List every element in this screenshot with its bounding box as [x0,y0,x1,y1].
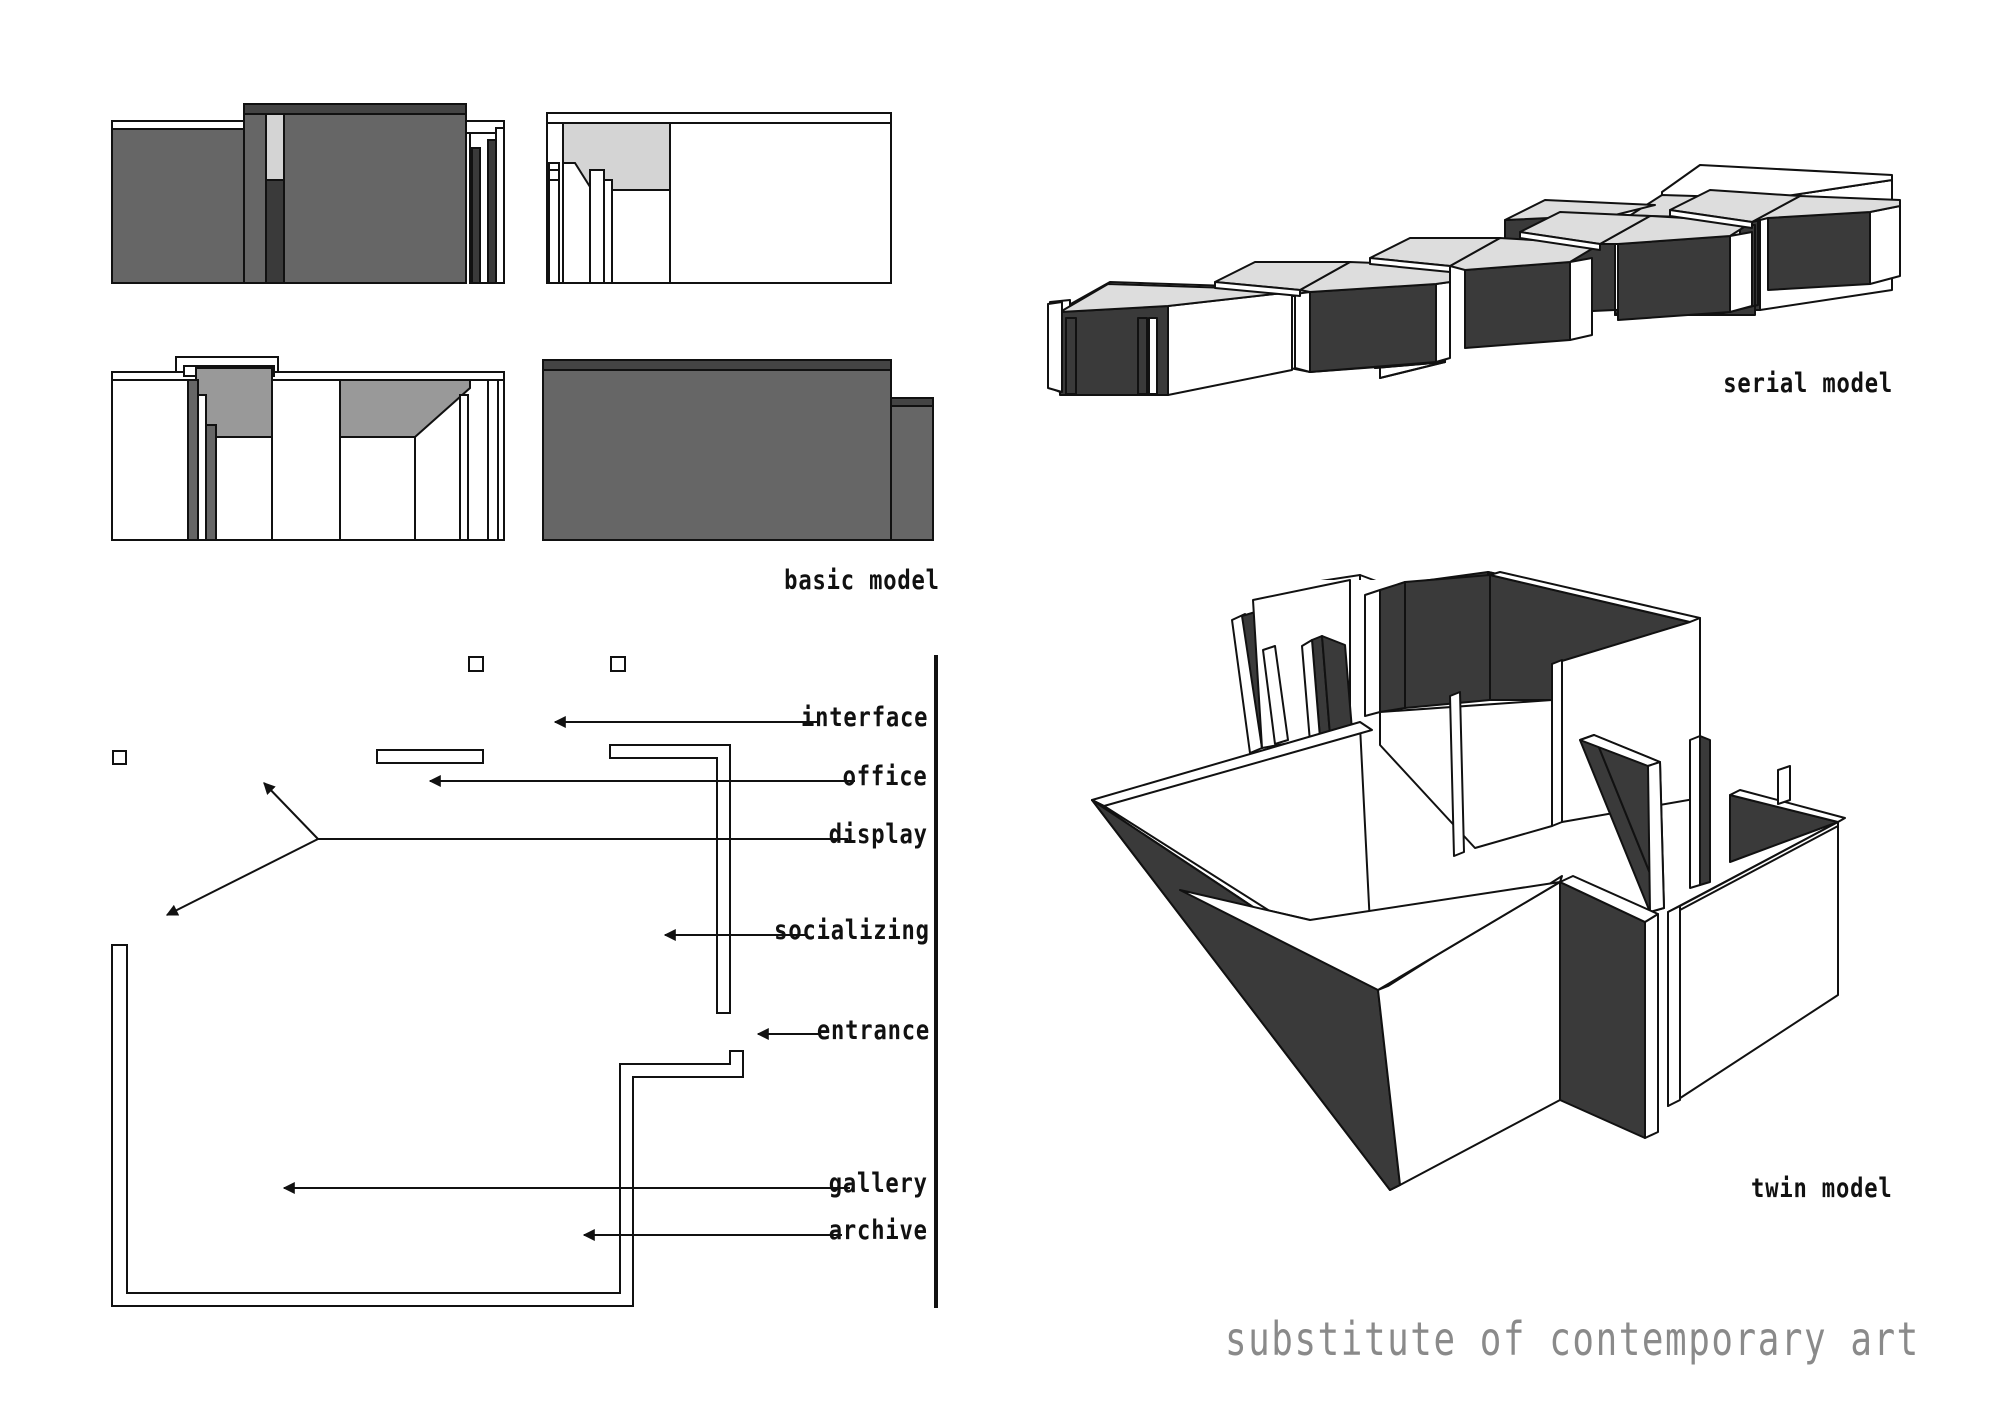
floor-plan [111,655,938,1308]
basic-model-label: basic model [784,565,940,596]
serial-boxes [1047,189,1901,396]
plan-label-entrance: entrance [816,1015,930,1046]
basic-elevation-1 [111,103,505,284]
gallery-wall [111,944,744,1307]
basic-elevation-3 [111,356,505,541]
basic-elevation-4 [542,359,934,541]
display-arrow-down [165,838,319,916]
twin-model-label: twin model [1751,1173,1893,1204]
sheet-title: substitute of contemporary art [1225,1312,1920,1366]
twin-model-clean [1000,571,1900,1220]
display-arrow-up [263,782,319,840]
office-wall [376,749,484,764]
column-square [112,750,127,765]
plan-label-display: display [828,819,928,850]
plan-label-archive: archive [828,1215,928,1246]
serial-model-label: serial model [1723,368,1893,399]
basic-elevation-2 [546,112,892,284]
column-square [610,656,626,672]
plan-label-socializing: socializing [774,915,930,946]
plan-arrows [165,716,855,1241]
interface-wall [609,744,731,1014]
plan-label-interface: interface [800,702,928,733]
plan-label-office: office [843,761,928,792]
plan-label-gallery: gallery [828,1168,928,1199]
column-square [468,656,484,672]
